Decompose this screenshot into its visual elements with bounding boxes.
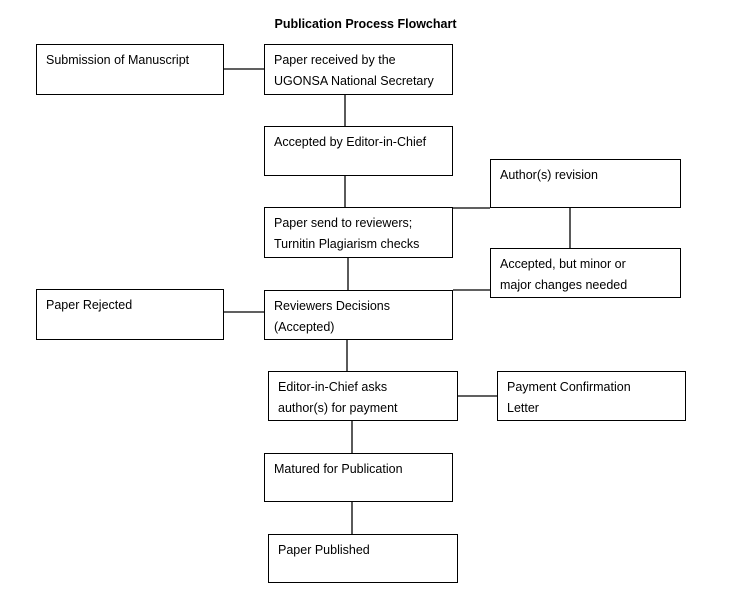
paper-published-line-1: Paper Published (278, 543, 370, 557)
submission-line-1: Submission of Manuscript (46, 53, 190, 67)
minor-major-line-2: major changes needed (500, 278, 628, 292)
accepted-editor-box: Accepted by Editor-in-Chief (264, 126, 453, 176)
minor-major-line-1: Accepted, but minor or (500, 257, 626, 271)
matured-publication-box: Matured for Publication (264, 453, 453, 502)
reviewers-decisions-line-1: Reviewers Decisions (274, 299, 391, 313)
accepted-editor-line-1: Accepted by Editor-in-Chief (274, 135, 427, 149)
send-reviewers-box: Paper send to reviewers; Turnitin Plagia… (264, 207, 453, 258)
author-revision-box: Author(s) revision (490, 159, 681, 208)
paper-rejected-box: Paper Rejected (36, 289, 224, 340)
payment-confirmation-line-1: Payment Confirmation (507, 380, 631, 394)
payment-confirmation-box: Payment Confirmation Letter (497, 371, 686, 421)
matured-publication-line-1: Matured for Publication (274, 462, 403, 476)
author-revision-line-1: Author(s) revision (500, 168, 598, 182)
paper-rejected-line-1: Paper Rejected (46, 298, 133, 312)
minor-major-changes-box: Accepted, but minor or major changes nee… (490, 248, 681, 298)
paper-received-line-2: UGONSA National Secretary (274, 74, 434, 88)
payment-request-line-1: Editor-in-Chief asks (278, 380, 388, 394)
payment-request-box: Editor-in-Chief asks author(s) for payme… (268, 371, 458, 421)
reviewers-decisions-box: Reviewers Decisions (Accepted) (264, 290, 453, 340)
payment-confirmation-line-2: Letter (507, 401, 539, 415)
reviewers-decisions-line-2: (Accepted) (274, 320, 335, 334)
send-reviewers-line-1: Paper send to reviewers; (274, 216, 413, 230)
payment-request-line-2: author(s) for payment (278, 401, 398, 415)
paper-received-box: Paper received by the UGONSA National Se… (264, 44, 453, 95)
send-reviewers-line-2: Turnitin Plagiarism checks (274, 237, 420, 251)
submission-box: Submission of Manuscript (36, 44, 224, 95)
paper-received-line-1: Paper received by the (274, 53, 396, 67)
paper-published-box: Paper Published (268, 534, 458, 583)
flowchart-title: Publication Process Flowchart (274, 17, 457, 31)
